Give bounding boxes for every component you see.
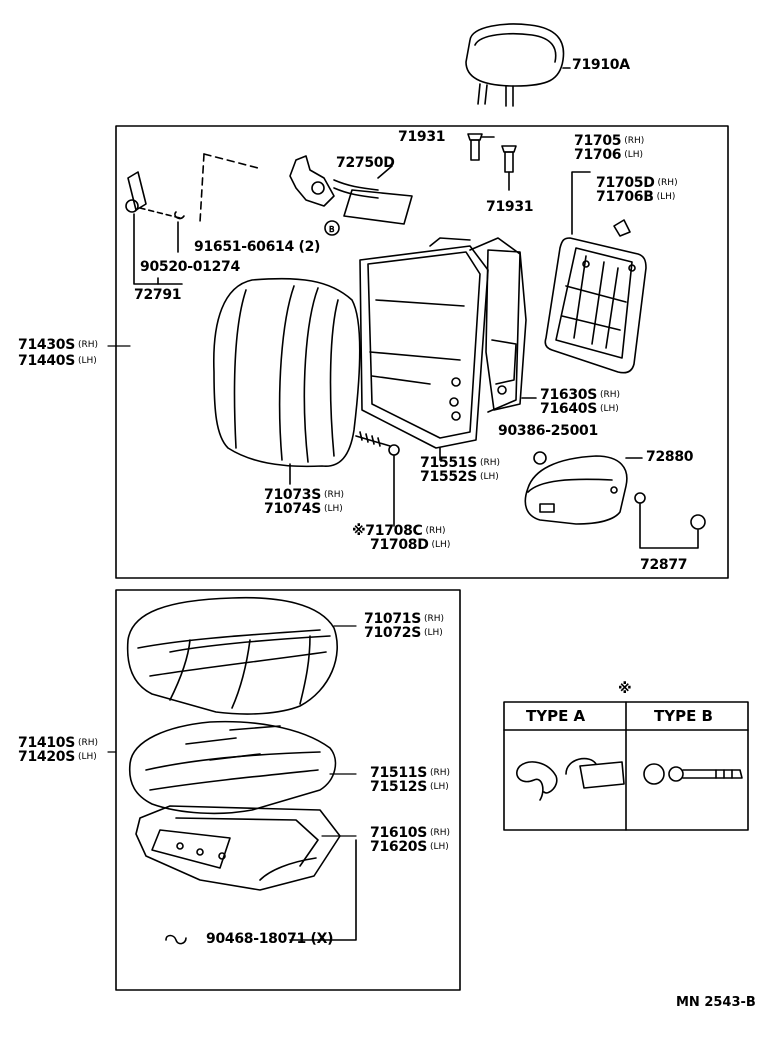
nut-drawing xyxy=(533,451,547,465)
seatback-frame-drawing xyxy=(359,237,521,461)
label-71620S: 71620S(LH) xyxy=(370,839,449,855)
headrest-drawing xyxy=(465,23,571,107)
label-71708C: ※71708C(RH) xyxy=(352,523,446,539)
label-71072S: 71072S(LH) xyxy=(364,625,443,641)
hog-ring-pin-drawing xyxy=(355,431,400,527)
label-71552S: 71552S(LH) xyxy=(420,469,499,485)
label-72750D: 72750D xyxy=(336,155,395,171)
label-71708D: 71708D(LH) xyxy=(370,537,451,553)
cushion-group-frame xyxy=(115,589,461,991)
type-table-marker: ※ xyxy=(618,681,632,697)
hook-drawing xyxy=(165,934,187,945)
label-71073S: 71073S(RH) xyxy=(264,487,345,503)
label-71512S: 71512S(LH) xyxy=(370,779,449,795)
label-71420S: 71420S(LH) xyxy=(18,749,97,765)
type-b-header: TYPE B xyxy=(654,707,713,725)
recliner-drawing xyxy=(485,249,537,411)
label-71074S: 71074S(LH) xyxy=(264,501,343,517)
recliner-cover-drawing xyxy=(524,455,643,525)
drawing-number: MN 2543-B xyxy=(676,995,756,1010)
type-a-header: TYPE A xyxy=(526,707,586,725)
leader-lines xyxy=(107,345,357,837)
label-71440S: 71440S(LH) xyxy=(18,353,97,369)
label-90520: 90520-01274 xyxy=(140,259,240,275)
label-71705: 71705(RH) xyxy=(574,133,645,149)
label-71410S: 71410S(RH) xyxy=(18,735,99,751)
label-71610S: 71610S(RH) xyxy=(370,825,451,841)
seatback-cover-drawing xyxy=(213,277,361,485)
label-72877: 72877 xyxy=(640,557,688,573)
screw-drawing xyxy=(634,492,706,549)
recliner-lever-drawing: B xyxy=(289,155,413,236)
label-71640S: 71640S(LH) xyxy=(540,401,619,417)
seat-cover-drawing xyxy=(126,596,338,715)
label-71630S: 71630S(RH) xyxy=(540,387,621,403)
label-71430S: 71430S(RH) xyxy=(18,337,99,353)
type-a-clip-drawing xyxy=(516,757,625,801)
label-91651: 91651-60614 (2) xyxy=(194,239,321,255)
svg-text:B: B xyxy=(329,225,335,234)
clip-71931-drawing xyxy=(467,133,517,191)
seat-frame-drawing xyxy=(135,805,357,941)
label-71910A: 71910A xyxy=(572,57,630,73)
label-72791: 72791 xyxy=(134,287,182,303)
label-71931-top: 71931 xyxy=(398,129,446,145)
seat-pad-drawing xyxy=(128,720,337,815)
label-71706B: 71706B(LH) xyxy=(596,189,676,205)
label-71551S: 71551S(RH) xyxy=(420,455,501,471)
label-71705D: 71705D(RH) xyxy=(596,175,678,191)
label-71071S: 71071S(RH) xyxy=(364,611,445,627)
type-b-clip-drawing xyxy=(643,763,743,785)
recliner-knob-drawing xyxy=(125,153,259,285)
label-72880: 72880 xyxy=(646,449,694,465)
back-board-drawing xyxy=(544,171,647,374)
seatback-group-frame xyxy=(115,125,729,579)
type-table-frame xyxy=(503,701,749,831)
label-71511S: 71511S(RH) xyxy=(370,765,451,781)
label-90468: 90468-18071 (X) xyxy=(206,931,334,947)
label-90386: 90386-25001 xyxy=(498,423,598,439)
label-71706: 71706(LH) xyxy=(574,147,644,163)
label-71931-bottom: 71931 xyxy=(486,199,534,215)
